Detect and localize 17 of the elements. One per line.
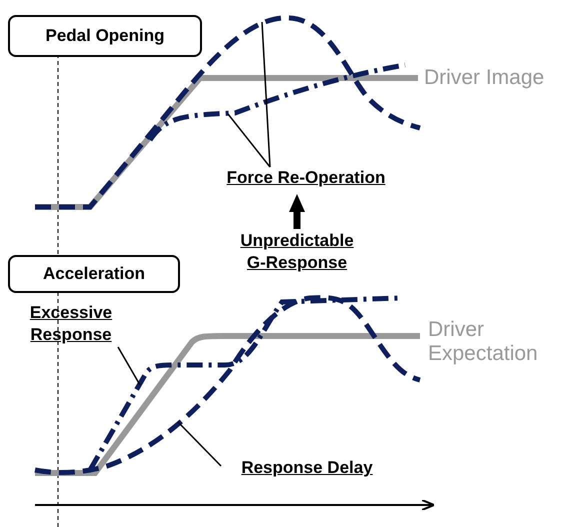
- leader-line: [177, 421, 222, 467]
- annotation-text: Excessive Response: [6, 302, 136, 348]
- curve-label: Driver Image: [424, 66, 546, 90]
- annotation-text: Response Delay: [222, 457, 392, 481]
- leader-line: [261, 22, 271, 168]
- graph-title-box: [8, 255, 180, 293]
- response-curve: [148, 62, 406, 142]
- annotation-text: Unpredictable G-Response: [234, 230, 360, 276]
- annotation-text: Force Re-Operation: [200, 167, 412, 191]
- box-label: Pedal Opening: [45, 26, 165, 46]
- curve-label: Driver Expectation: [428, 318, 539, 366]
- leader-line: [227, 114, 271, 168]
- box-label: Acceleration: [42, 264, 146, 284]
- graph-title-box: [8, 15, 202, 57]
- response-curve: [35, 16, 421, 210]
- arrow: [289, 194, 305, 229]
- leader-line: [117, 346, 141, 386]
